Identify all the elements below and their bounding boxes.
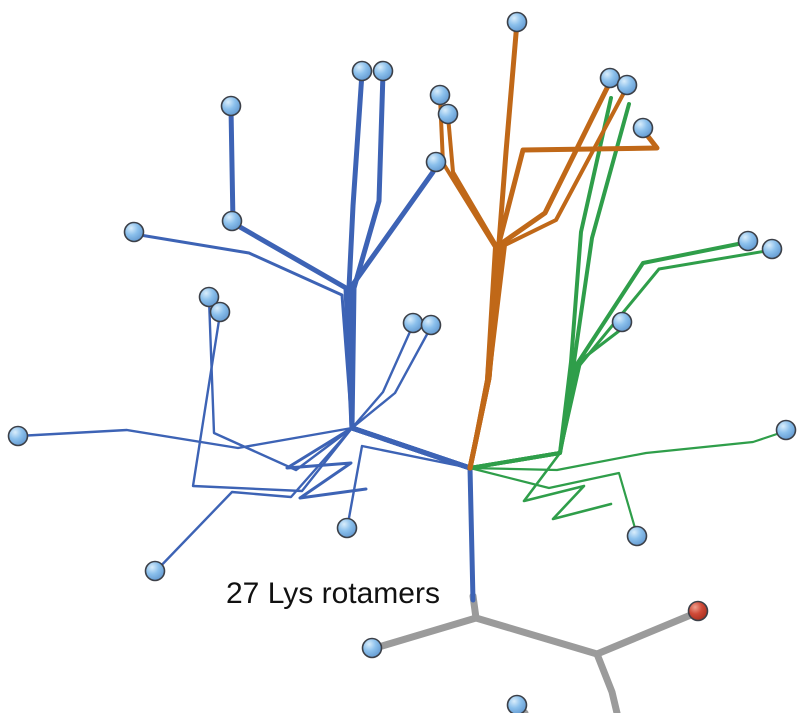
nitrogen-atom-sphere[interactable] [425, 151, 447, 173]
blue-rotamer-bond [345, 444, 472, 531]
nitrogen-atom-sphere[interactable] [420, 314, 442, 336]
blue-rotamer-bond [132, 232, 472, 470]
nitrogen-atom-sphere[interactable] [336, 517, 358, 539]
orange-rotamer-bond [467, 19, 520, 471]
nitrogen-atom-sphere[interactable] [372, 60, 394, 82]
nitrogen-atom-sphere[interactable] [361, 637, 383, 659]
nitrogen-atom-sphere[interactable] [437, 103, 459, 125]
nitrogen-atom-sphere[interactable] [737, 230, 759, 252]
orange-rotamer-bond [446, 114, 499, 470]
green-rotamer-bond [522, 451, 613, 521]
nitrogen-atom-sphere[interactable] [209, 301, 231, 323]
blue-rotamer-bond [350, 325, 433, 430]
nitrogen-atom-sphere[interactable] [221, 210, 243, 232]
nitrogen-atom-sphere[interactable] [198, 286, 220, 308]
green-rotamer-bond [468, 429, 788, 472]
nitrogen-atom-sphere[interactable] [351, 60, 373, 82]
green-rotamer-bond [468, 466, 639, 537]
nitrogen-atom-sphere[interactable] [616, 74, 638, 96]
orange-rotamer-bond [438, 95, 497, 470]
blue-rotamer-bond [350, 323, 415, 430]
nitrogen-atom-sphere[interactable] [7, 425, 29, 447]
nitrogen-atom-sphere[interactable] [220, 95, 242, 117]
oxygen-atom-sphere[interactable] [687, 600, 709, 622]
bond-layer [16, 19, 788, 713]
orange-rotamer-bond [467, 77, 614, 471]
nitrogen-atom-sphere[interactable] [123, 221, 145, 243]
nitrogen-atom-sphere[interactable] [775, 419, 797, 441]
green-rotamer-bond [468, 240, 750, 470]
nitrogen-atom-sphere[interactable] [632, 117, 654, 139]
rotamer-count-label: 27 Lys rotamers [226, 577, 440, 610]
nitrogen-atom-sphere[interactable] [429, 84, 451, 106]
atom-layer [7, 11, 797, 713]
nitrogen-atom-sphere[interactable] [626, 525, 648, 547]
nitrogen-atom-sphere[interactable] [506, 694, 528, 713]
nitrogen-atom-sphere[interactable] [611, 311, 633, 333]
nitrogen-atom-sphere[interactable] [144, 560, 166, 582]
gray-rotamer-bond [593, 650, 621, 713]
gray-rotamer-bond [472, 608, 702, 658]
blue-rotamer-bond [16, 426, 472, 470]
blue-rotamer-bond [285, 426, 368, 500]
nitrogen-atom-sphere[interactable] [506, 11, 528, 33]
green-rotamer-bond [468, 248, 774, 470]
nitrogen-atom-sphere[interactable] [761, 238, 783, 260]
blue-rotamer-bond [467, 465, 476, 603]
nitrogen-atom-sphere[interactable] [402, 312, 424, 334]
nitrogen-atom-sphere[interactable] [599, 67, 621, 89]
